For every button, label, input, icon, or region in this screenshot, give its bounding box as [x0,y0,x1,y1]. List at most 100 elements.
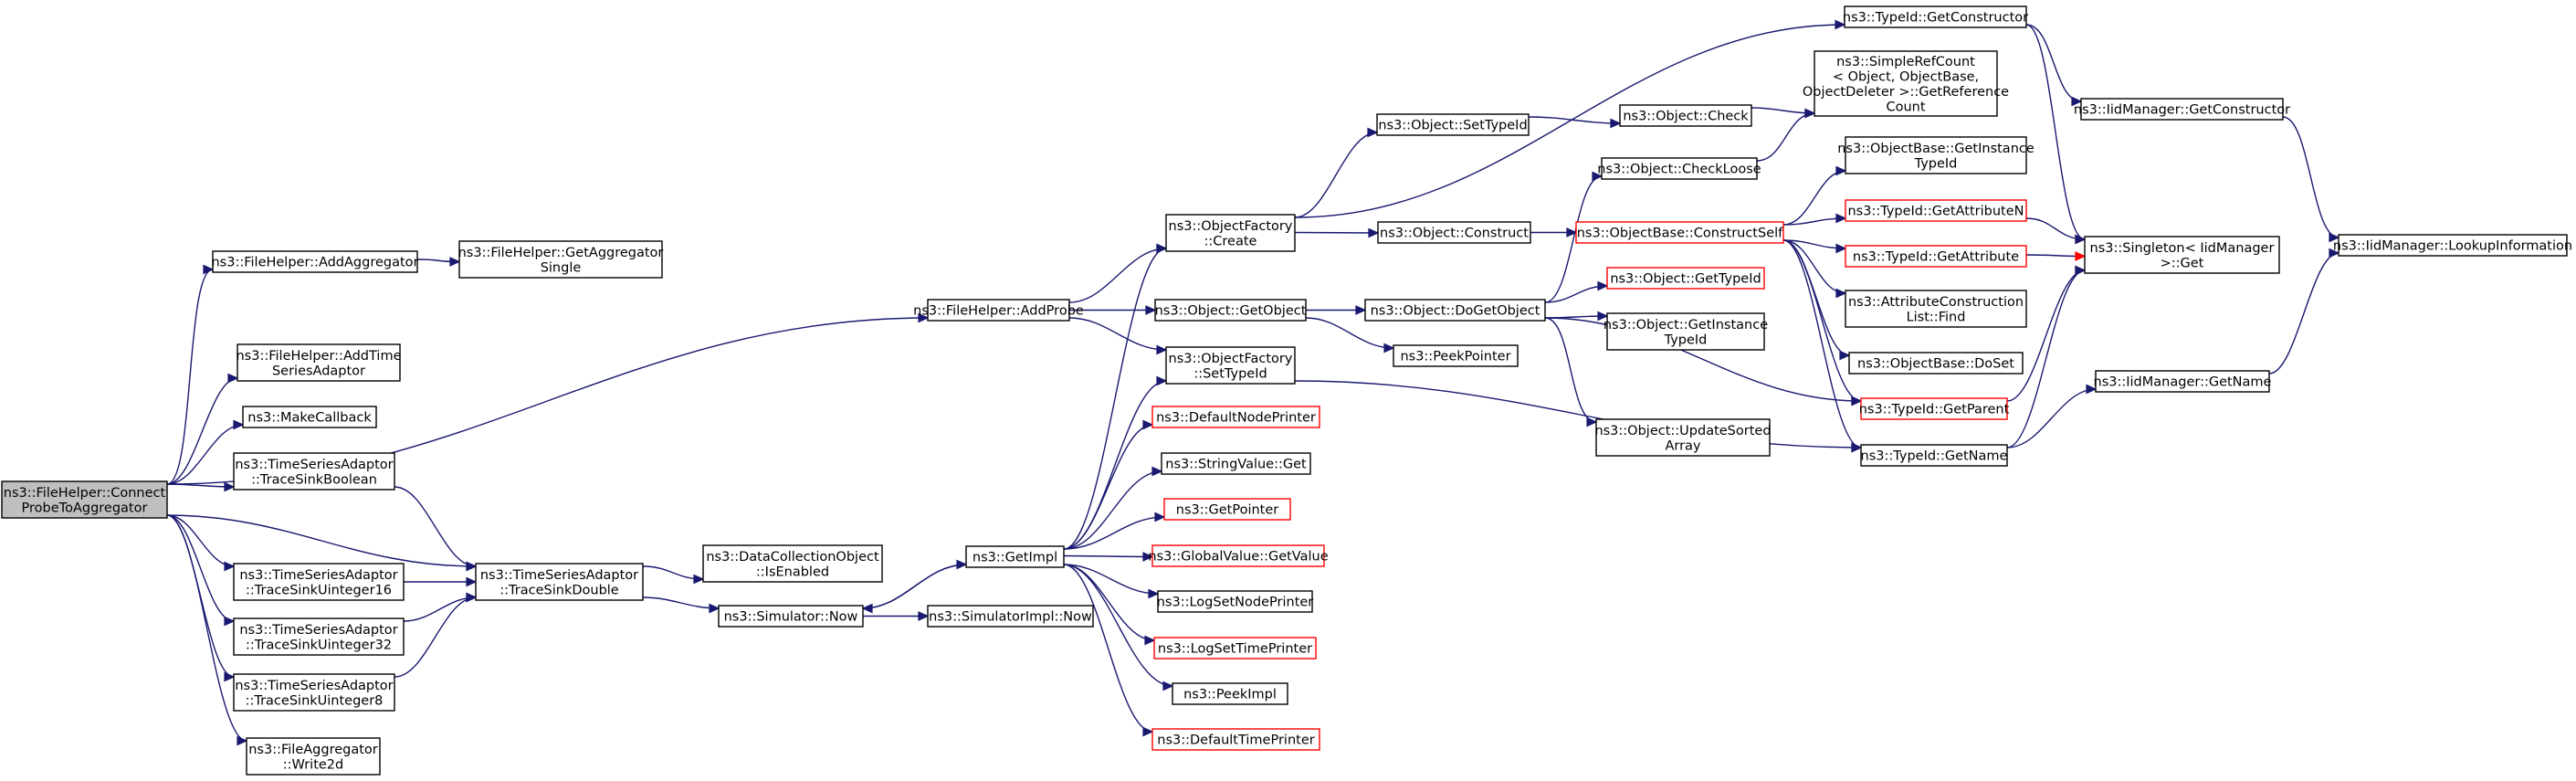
node-getObject[interactable]: ns3::Object::GetObject [1154,299,1307,322]
node-root[interactable]: ns3::FileHelper::ConnectProbeToAggregato… [1,480,168,519]
node-box [1845,245,2027,268]
node-box [927,605,1094,628]
node-write2d[interactable]: ns3::FileAggregator::Write2d [246,737,381,776]
node-addAggregator[interactable]: ns3::FileHelper::AddAggregator [211,250,419,273]
edge-getImpl-to-defaultTimePrinter [1063,564,1154,737]
node-box [1845,199,2027,222]
edge-addProbe-to-ofSetTypeId [1068,317,1168,355]
node-getImpl[interactable]: ns3::GetImpl [965,545,1065,568]
node-label: ::IsEnabled [756,565,829,579]
node-iidGetName[interactable]: ns3::IidManager::GetName [2094,370,2272,393]
node-label: ns3::DefaultTimePrinter [1157,734,1314,748]
node-label: ns3::PeekImpl [1183,688,1277,702]
node-logSetNodePrinter[interactable]: ns3::LogSetNodePrinter [1157,590,1314,613]
node-box [1601,157,1758,180]
node-box [965,545,1065,568]
edge-doGetObject-to-objGetTypeId [1544,280,1609,303]
node-label: ns3::TypeId::GetAttribute [1853,250,2019,265]
node-peekPointer[interactable]: ns3::PeekPointer [1393,344,1519,367]
node-lookupInfo[interactable]: ns3::IidManager::LookupInformation [2333,234,2572,257]
node-label: ns3::TimeSeriesAdaptor [235,458,393,472]
node-dcoEnabled[interactable]: ns3::DataCollectionObject::IsEnabled [702,544,883,583]
node-getPointer[interactable]: ns3::GetPointer [1163,498,1291,521]
node-label: ns3::TimeSeriesAdaptor [480,568,638,583]
node-tsDouble[interactable]: ns3::TimeSeriesAdaptor::TraceSinkDouble [475,563,644,601]
node-box [2080,98,2284,121]
nodes-layer: ns3::FileHelper::ConnectProbeToAggregato… [1,5,2572,776]
node-tsUint16[interactable]: ns3::TimeSeriesAdaptor::TraceSinkUintege… [233,563,405,601]
node-makeCallback[interactable]: ns3::MakeCallback [242,406,377,428]
node-label: SeriesAdaptor [272,364,365,378]
edge-getImpl-to-defaultNodePrinter [1063,419,1154,550]
edge-simNow-to-simImplNow [863,611,930,621]
node-box [1595,418,1771,457]
node-box [233,452,395,491]
node-ofSetTypeId[interactable]: ns3::ObjectFactory::SetTypeId [1165,346,1296,385]
node-defaultNodePrinter[interactable]: ns3::DefaultNodePrinter [1151,406,1320,428]
node-label: ns3::Object::Check [1623,110,1749,124]
node-getAttribute[interactable]: ns3::TypeId::GetAttribute [1845,245,2027,268]
node-checkLoose[interactable]: ns3::Object::CheckLoose [1597,157,1761,180]
node-label: ::TraceSinkUinteger16 [246,583,392,597]
node-gvGetValue[interactable]: ns3::GlobalValue::GetValue [1148,544,1329,567]
node-label: ns3::Object::DoGetObject [1371,304,1540,319]
node-getAttributeN[interactable]: ns3::TypeId::GetAttributeN [1845,199,2027,222]
edge-getImpl-to-stringValueGet [1063,466,1163,550]
node-getParent[interactable]: ns3::TypeId::GetParent [1859,397,2010,420]
node-label: ns3::FileHelper::Connect [4,486,166,501]
node-defaultTimePrinter[interactable]: ns3::DefaultTimePrinter [1151,728,1320,751]
node-tidGetConstructor[interactable]: ns3::TypeId::GetConstructor [1843,5,2028,28]
node-tsUint32[interactable]: ns3::TimeSeriesAdaptor::TraceSinkUintege… [233,617,405,656]
node-label: ns3::TimeSeriesAdaptor [239,623,397,638]
node-box [1393,344,1519,367]
node-simpleRefCount[interactable]: ns3::SimpleRefCount< Object, ObjectBase,… [1803,50,2009,117]
node-objConstruct[interactable]: ns3::Object::Construct [1377,221,1531,244]
edge-getImpl-to-logSetNodePrinter [1063,564,1160,599]
node-logSetTimePrinter[interactable]: ns3::LogSetTimePrinter [1153,637,1317,660]
node-objCheck[interactable]: ns3::Object::Check [1619,104,1752,127]
node-constructSelf[interactable]: ns3::ObjectBase::ConstructSelf [1575,221,1784,244]
node-box [1161,452,1311,475]
node-iidGetConstructor[interactable]: ns3::IidManager::GetConstructor [2074,98,2290,121]
node-getName[interactable]: ns3::TypeId::GetName [1860,444,2008,467]
edge-root-to-tsUint16 [166,514,236,572]
node-obDoSet[interactable]: ns3::ObjectBase::DoSet [1848,352,2024,375]
node-peekImpl[interactable]: ns3::PeekImpl [1172,682,1288,705]
node-box [233,617,405,656]
edge-ofCreate-to-objConstruct [1294,227,1380,238]
node-stringValueGet[interactable]: ns3::StringValue::Get [1161,452,1311,475]
node-tsUint8[interactable]: ns3::TimeSeriesAdaptor::TraceSinkUintege… [233,673,395,712]
node-box [233,563,405,601]
node-ofCreate[interactable]: ns3::ObjectFactory::Create [1165,214,1296,252]
node-label: TypeId [1914,156,1958,171]
node-doGetObject[interactable]: ns3::Object::DoGetObject [1364,299,1546,322]
node-box [1154,299,1307,322]
edge-ofSetTypeId-to-getName [1294,380,1863,453]
node-box [1845,136,2027,174]
node-box [242,406,377,428]
node-label: >::Get [2161,256,2204,270]
node-label: ns3::ObjectFactory [1169,352,1293,366]
node-box [1376,113,1530,136]
node-box [2338,234,2568,257]
node-label: Array [1665,438,1700,453]
node-addProbe[interactable]: ns3::FileHelper::AddProbe [913,299,1084,322]
node-tsBoolean[interactable]: ns3::TimeSeriesAdaptor::TraceSinkBoolean [233,452,395,491]
node-label: ns3::PeekPointer [1400,350,1510,364]
node-simImplNow[interactable]: ns3::SimulatorImpl::Now [927,605,1094,628]
node-objGetTypeId[interactable]: ns3::Object::GetTypeId [1606,267,1765,290]
node-label: ns3::Object::GetTypeId [1610,272,1761,287]
node-label: ns3::MakeCallback [247,411,372,426]
node-label: ns3::Object::GetObject [1155,304,1307,319]
node-label: ns3::LogSetNodePrinter [1157,596,1314,610]
node-simNow[interactable]: ns3::Simulator::Now [718,605,864,628]
node-objSetTypeId[interactable]: ns3::Object::SetTypeId [1376,113,1530,136]
node-label: Single [541,260,582,275]
node-singletonGet[interactable]: ns3::Singleton< IidManager>::Get [2084,236,2280,274]
